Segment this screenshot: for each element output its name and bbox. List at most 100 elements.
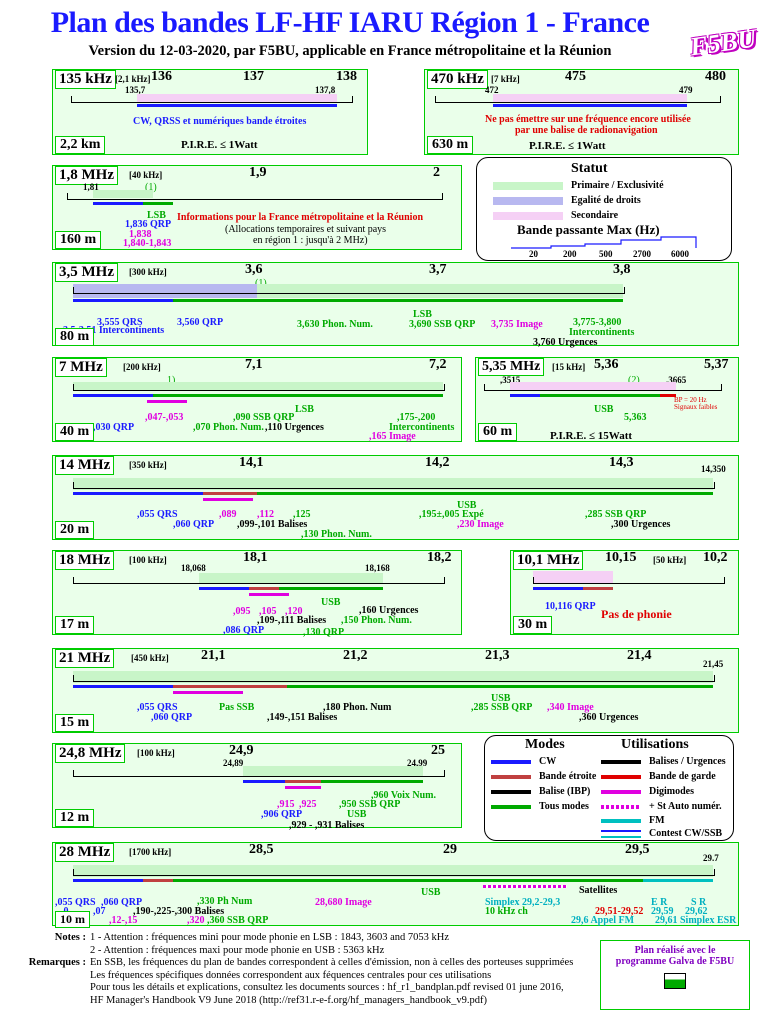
band-segment-primaire — [73, 865, 713, 877]
swatch — [491, 774, 531, 779]
note-text: Les fréquences spécifiques données corre… — [90, 969, 492, 981]
usage-label: ,906 QRP — [261, 809, 303, 820]
legend-label: Bande de garde — [649, 771, 716, 782]
tick-label: 18,2 — [427, 550, 452, 565]
band-high-edge: 24,99 — [407, 758, 428, 768]
tick-label: 28,5 — [249, 842, 274, 857]
band-panel-472khz: 470 kHz [7 kHz] 475 480 472 479 Ne pas é… — [424, 69, 739, 155]
legend-label: Bande étroite — [539, 771, 597, 782]
usage-label: S R — [691, 897, 707, 908]
usage-label: ,360 SSB QRP — [207, 915, 269, 926]
usage-label: 3,560 QRP — [177, 317, 224, 328]
usage-label: ,195±,005 Expé — [419, 509, 484, 520]
note-line: Pour tous les détails et explications, c… — [20, 982, 573, 995]
band-segment-cw — [137, 104, 337, 107]
usage-label: 5,363 — [624, 412, 647, 423]
band-pire: P.I.R.E. ≤ 1Watt — [181, 139, 258, 151]
band-panel-40m: 7 MHz [200 kHz] 7,1 7,2 1) ,047-,053 ,03… — [52, 357, 462, 442]
band-segment-etroite — [143, 879, 173, 882]
usage-label: ,175-,200 — [397, 412, 436, 423]
usage-label: ,950 SSB QRP — [339, 799, 401, 810]
usage-label: ,112 — [257, 509, 274, 520]
band-ruler — [73, 675, 715, 682]
band-segment-secondaire — [533, 571, 613, 583]
band-segment-tous-modes — [173, 879, 643, 882]
band-segment-etroite — [203, 492, 257, 495]
swatch — [601, 804, 641, 809]
info-text: Informations pour la France métropolitai… — [177, 212, 424, 223]
band-note: Ne pas émettre sur une fréquence encore … — [485, 114, 691, 125]
band-segment-etroite — [173, 685, 287, 688]
band-segment-tous-modes — [540, 394, 660, 397]
band-freq: 21 MHz — [55, 649, 115, 668]
usage-label: ,330 Ph Num — [197, 896, 253, 907]
usage-label: ,929 - ,931 Balises — [289, 820, 365, 831]
legend-balise: Balise (IBP) — [491, 786, 590, 797]
band-segment-primaire — [93, 190, 153, 198]
info-text: (Allocations temporaires et suivant pays — [225, 224, 387, 235]
usage-label: ,960 Voix Num. — [371, 790, 437, 801]
band-segment-tous-modes — [279, 587, 383, 590]
usage-label: ,230 Image — [457, 519, 504, 530]
band-high-edge: 479 — [679, 85, 693, 95]
band-span: [200 kHz] — [123, 362, 161, 372]
legend-label: Digimodes — [649, 786, 694, 797]
band-ruler — [484, 384, 722, 391]
usage-label: ,030 QRP — [93, 422, 135, 433]
band-pire: P.I.R.E. ≤ 15Watt — [550, 430, 633, 442]
modes-title: Modes — [525, 737, 565, 752]
usage-label: 3,735 Image — [491, 319, 543, 330]
swatch — [493, 211, 563, 220]
band-wavelength: 12 m — [55, 809, 95, 827]
band-freq: 10,1 MHz — [513, 551, 584, 570]
remarks-key: Remarques : — [28, 957, 86, 968]
band-segment-digimodes — [285, 786, 321, 789]
band-wavelength: 60 m — [478, 423, 518, 441]
band-panel-160m: 1,8 MHz [40 kHz] 1,9 2 1,81 (1) LSB 1,83… — [52, 165, 462, 250]
bp-value: 200 — [563, 249, 577, 259]
usage-label: 29,51-29,52 — [595, 906, 644, 917]
usage-label: 3,5-3,51 Intercontinents — [63, 325, 165, 336]
band-span: [450 kHz] — [131, 653, 169, 663]
band-span: [7 kHz] — [491, 74, 520, 84]
legend-label: CW — [539, 756, 557, 767]
bp-value: 2700 — [633, 249, 651, 259]
usage-label: ,12-,15 — [109, 915, 138, 926]
band-segment-etroite — [285, 780, 321, 783]
band-panel-30m: 10,1 MHz 10,15 [50 kHz] 10,2 10,116 QRP … — [510, 550, 739, 635]
band-segment-cw — [199, 587, 249, 590]
tick-label: 2 — [433, 165, 440, 180]
usage-label: ,089 — [219, 509, 237, 520]
band-panel-80m: 3,5 MHz [300 kHz] 3,6 3,7 3,8 (1) 3,555 … — [52, 262, 739, 348]
legend-label: Balise (IBP) — [539, 786, 591, 797]
modes-legend: Modes Utilisations CW Bande étroite Bali… — [484, 735, 734, 841]
legend-cw: CW — [491, 756, 556, 767]
usage-label: ,060 QRP — [173, 519, 215, 530]
band-mode-label: USB — [457, 500, 477, 511]
band-segment-cw — [93, 202, 143, 205]
statut-legend: Statut Primaire / Exclusivité Egalité de… — [476, 157, 732, 261]
usage-label: ,130 QRP — [303, 627, 345, 638]
note-line: 2 - Attention : fréquences maxi pour mod… — [20, 945, 573, 958]
band-segment-cw — [73, 394, 153, 397]
legend-label: FM — [649, 815, 665, 826]
band-freq: 28 MHz — [55, 843, 115, 862]
legend-label: Secondaire — [571, 210, 619, 221]
band-segment-cw — [73, 879, 143, 882]
usage-label: ,090 SSB QRP — [233, 412, 295, 423]
band-mode-label: LSB — [413, 309, 432, 320]
note-marker: (1) — [255, 278, 267, 289]
band-mode-label: USB — [594, 404, 614, 415]
band-high-edge: ,3665 — [666, 375, 687, 385]
legend-contest: Contest CW/SSB — [601, 828, 722, 839]
usage-label: Satellites — [579, 885, 618, 896]
note-text: HF Manager's Handbook V9 June 2018 (http… — [90, 994, 488, 1006]
band-wavelength: 160 m — [55, 231, 102, 249]
tick-label: 24,9 — [229, 743, 254, 758]
tick-label: 18,1 — [243, 550, 268, 565]
band-freq: 14 MHz — [55, 456, 115, 475]
band-panel-60m: 5,35 MHz [15 kHz] 5,36 5,37 ,3515 ,3665 … — [475, 357, 739, 442]
credit-line: Plan réalisé avec le — [634, 945, 716, 956]
band-segment-cw — [493, 104, 687, 107]
usage-label: 28,680 Image — [315, 897, 372, 908]
